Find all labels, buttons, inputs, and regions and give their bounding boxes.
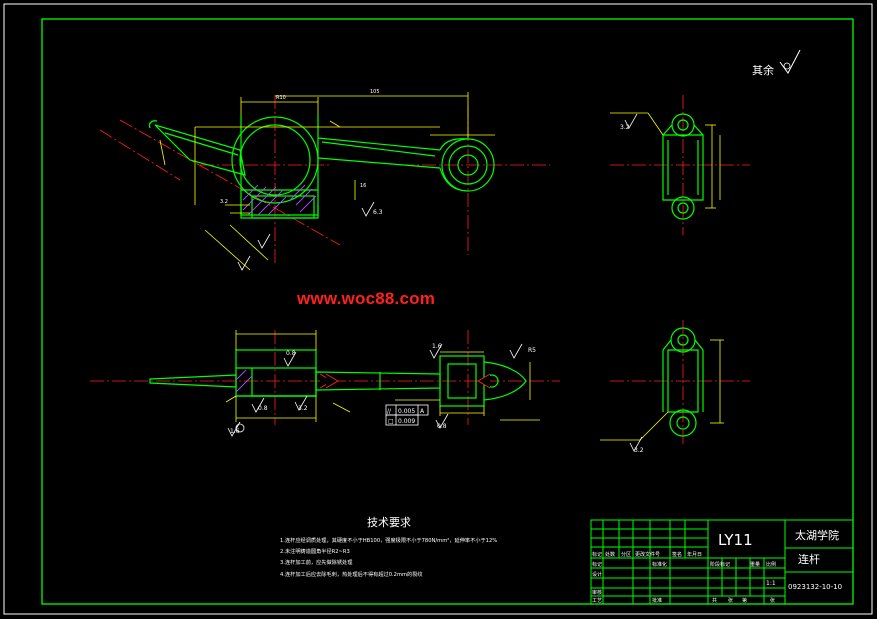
sheet-label: 共	[712, 597, 717, 604]
requirement-item: 3.连杆加工前，应先做除锈处理	[280, 558, 353, 566]
dim-label: 16	[360, 183, 366, 189]
roughness-value: 0.8	[258, 405, 268, 412]
section-hatch	[242, 184, 317, 216]
drawing-code: LY11	[718, 531, 753, 549]
tolerance-datum: A	[420, 408, 425, 415]
dim-label: 3.2	[220, 199, 228, 205]
roughness-note-label: 其余	[752, 63, 774, 77]
title-block: LY11 太湖学院 连杆 1:1 0923132-10-10 标记 处数 分区 …	[590, 519, 854, 605]
header-label: 标记	[592, 551, 602, 558]
side-view-bottom: 3.2	[600, 320, 750, 454]
scale-value: 1:1	[766, 580, 776, 587]
sheet-label: 张	[728, 597, 733, 604]
tolerance-value: 0.009	[398, 418, 415, 425]
requirements-title: 技术要求	[367, 516, 411, 529]
header-label: 分区	[621, 551, 631, 558]
sheet-label: 第	[742, 597, 747, 604]
stage-label: 阶段标记	[710, 561, 730, 568]
part-name: 连杆	[798, 552, 820, 566]
tolerance-frame	[385, 404, 429, 426]
inner-frame	[41, 18, 854, 605]
radius-label: R5	[528, 347, 536, 354]
roughness-value: 1.6	[230, 428, 240, 435]
roughness-value: 0.8	[437, 423, 447, 430]
header-label: 处数	[605, 551, 615, 558]
technical-requirements: 技术要求 1.连杆应经调质处理，其硬度不小于HB100，强度极限不小于780N/…	[280, 516, 497, 578]
roughness-value: 0.8	[286, 350, 296, 357]
row-label: 设计	[592, 571, 602, 578]
general-roughness-note: 其余	[752, 49, 801, 77]
approve-label: 批准	[652, 597, 662, 604]
drawing-number: 0923132-10-10	[788, 583, 842, 591]
roughness-value: 6.3	[373, 209, 383, 216]
requirement-item: 2.未注明铸造圆角半径R2~R3	[280, 547, 350, 555]
side-view-top: 3.2	[610, 95, 750, 235]
stage-label: 重量	[750, 561, 760, 568]
top-view: R10 105 16 3.2 6.3	[99, 89, 550, 271]
watermark: www.woc88.com	[297, 289, 436, 308]
header-label: 签名	[672, 551, 682, 558]
roughness-value: 1.6	[432, 343, 442, 350]
row-label: 审核	[592, 589, 602, 596]
school-name: 太湖学院	[795, 528, 839, 542]
dim-label: R10	[276, 95, 286, 101]
roughness-value: 3.2	[634, 447, 644, 454]
front-view: // 0.005 A □ 0.009 0.8 0.8 1.6 1.6 0.8 R…	[90, 330, 560, 437]
header-label: 更改文件号	[635, 551, 660, 558]
tolerance-symbol: □	[388, 418, 394, 425]
sheet-label: 张	[770, 597, 775, 604]
tolerance-value: 0.005	[398, 408, 415, 415]
header-label: 年月日	[687, 551, 702, 558]
dim-label: 105	[370, 89, 380, 95]
row-label: 工艺	[592, 598, 602, 604]
stage-label: 比例	[766, 561, 776, 568]
tolerance-symbol: //	[387, 408, 392, 415]
outer-border	[3, 3, 873, 615]
row-label: 标记	[592, 561, 602, 568]
standardize-label: 标准化	[652, 561, 667, 568]
requirement-item: 1.连杆应经调质处理，其硬度不小于HB100，强度极限不小于780N/mm²，延…	[280, 536, 497, 544]
roughness-value: 3.2	[298, 405, 308, 412]
roughness-value: 3.2	[620, 124, 630, 131]
requirement-item: 4.连杆加工后应去除毛刺，热处理后不得有超过0.2mm的裂纹	[280, 570, 423, 578]
